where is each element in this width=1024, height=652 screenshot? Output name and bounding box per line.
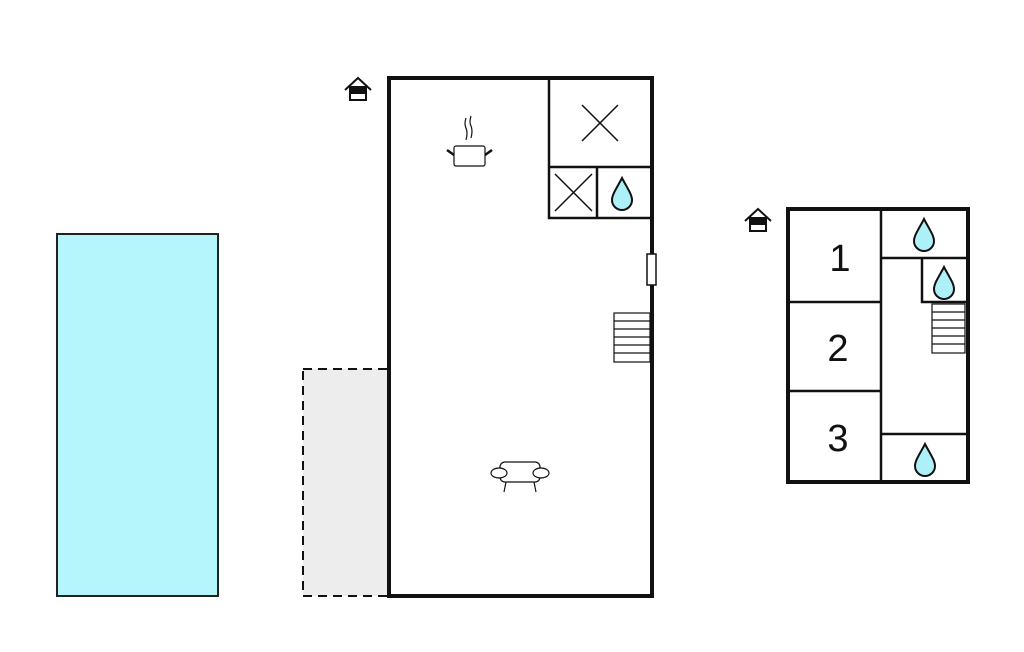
window-icon xyxy=(646,253,657,286)
upper-floor: 1 2 3 xyxy=(744,207,970,484)
upper-floor-walls xyxy=(788,209,966,482)
bedroom-label-1: 1 xyxy=(829,238,850,280)
kitchen-block-walls xyxy=(547,78,652,220)
stairs-icon xyxy=(613,312,651,363)
terrace xyxy=(302,368,390,597)
house-entrance-icon xyxy=(344,77,372,101)
stairs-icon xyxy=(931,303,966,354)
bedroom-label-3: 3 xyxy=(827,418,848,460)
ground-floor xyxy=(344,76,657,598)
bedroom-label-2: 2 xyxy=(827,328,848,370)
sofa-icon xyxy=(490,461,550,493)
house-entrance-icon xyxy=(744,208,772,232)
stove-icon xyxy=(581,104,619,142)
swimming-pool xyxy=(56,233,219,597)
ground-floor-outline xyxy=(387,76,654,598)
stove-icon xyxy=(554,173,593,212)
cooking-pot-icon xyxy=(446,115,493,167)
